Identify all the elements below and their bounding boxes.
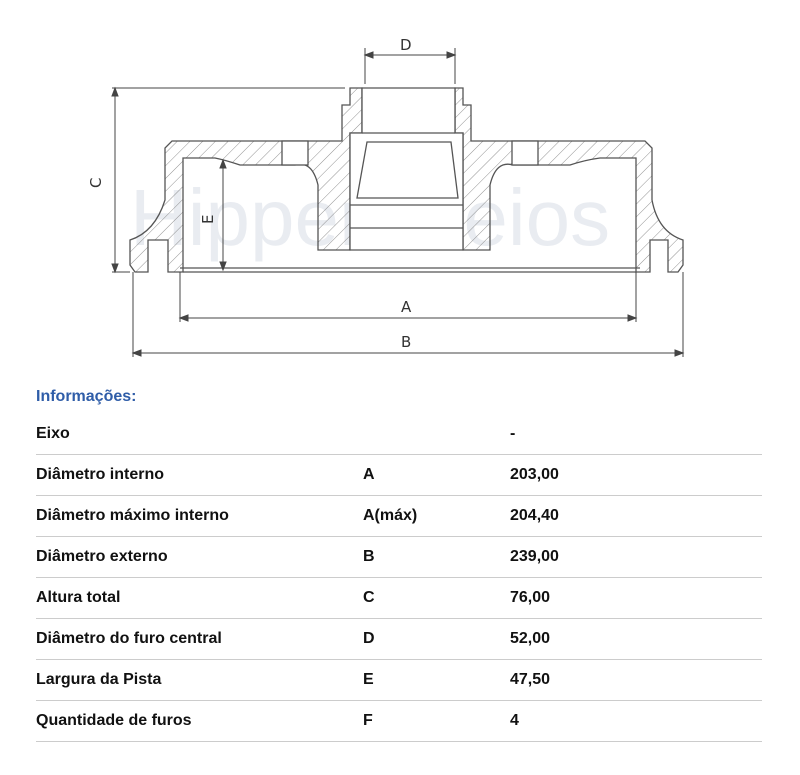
spec-value: 47,50 (510, 659, 762, 701)
dim-label-b: B (401, 333, 411, 351)
spec-code: E (363, 659, 510, 701)
spec-value: 204,40 (510, 495, 762, 537)
spec-code: C (363, 577, 510, 619)
spec-code: F (363, 700, 510, 742)
spec-code: D (363, 618, 510, 660)
dim-label-d: D (400, 36, 412, 54)
spec-value: 203,00 (510, 454, 762, 496)
spec-name: Diâmetro do furo central (36, 618, 363, 660)
info-title: Informações: (36, 388, 137, 405)
spec-value: 76,00 (510, 577, 762, 619)
brake-drum-diagram: Hipper Freios D C E A B (87, 36, 685, 357)
table-row: Eixo - (36, 414, 762, 455)
spec-name: Altura total (36, 577, 363, 619)
spec-code: A(máx) (363, 495, 510, 537)
spec-name: Largura da Pista (36, 659, 363, 701)
spec-value: 4 (510, 700, 762, 742)
dim-label-a: A (401, 298, 412, 316)
spec-name: Diâmetro externo (36, 536, 363, 578)
dimension-lines (111, 48, 685, 357)
spec-code: B (363, 536, 510, 578)
dim-label-c: C (87, 178, 105, 188)
dim-label-e: E (199, 215, 217, 224)
spec-code: A (363, 454, 510, 496)
spec-name: Quantidade de furos (36, 700, 363, 742)
spec-name: Diâmetro máximo interno (36, 495, 363, 537)
spec-value: - (510, 414, 762, 455)
spec-name: Diâmetro interno (36, 454, 363, 496)
spec-value: 239,00 (510, 536, 762, 578)
spec-code (363, 414, 510, 455)
spec-value: 52,00 (510, 618, 762, 660)
drum-section (129, 87, 684, 273)
spec-name: Eixo (36, 414, 363, 455)
